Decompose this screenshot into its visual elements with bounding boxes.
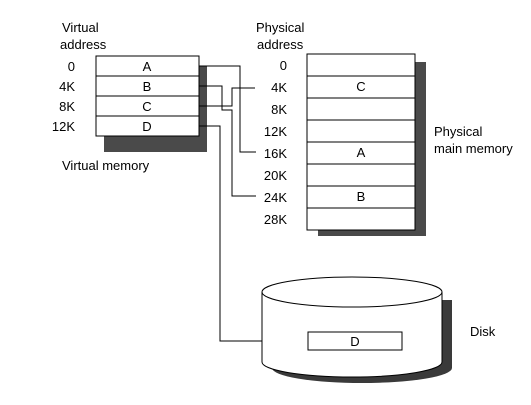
physical-frame-label: C	[356, 79, 365, 94]
physical-memory-caption-line2: main memory	[434, 141, 513, 156]
virtual-memory-caption: Virtual memory	[62, 158, 150, 173]
physical-address-heading-line2: address	[257, 37, 304, 52]
physical-address-label: 0	[280, 58, 287, 73]
physical-frame-cell	[306, 97, 416, 121]
mapping-line-c-to-4k	[199, 87, 255, 107]
virtual-page-label: A	[143, 59, 152, 74]
disk-label: Disk	[470, 324, 496, 339]
physical-frame-cell	[306, 53, 416, 77]
virtual-address-heading-line1: Virtual	[62, 20, 99, 35]
virtual-page-label: C	[142, 99, 151, 114]
virtual-address-label: 12K	[52, 119, 75, 134]
physical-frame-label: B	[357, 189, 366, 204]
physical-frame-cell	[306, 207, 416, 231]
physical-address-heading-line1: Physical	[256, 20, 305, 35]
physical-address-label: 16K	[264, 146, 287, 161]
mapping-line-b-to-24k	[199, 85, 256, 197]
physical-frame-label: A	[357, 145, 366, 160]
virtual-address-label: 8K	[59, 99, 75, 114]
physical-frame-cell	[306, 163, 416, 187]
physical-address-label: 4K	[271, 80, 287, 95]
physical-address-label: 24K	[264, 190, 287, 205]
disk-page-box	[307, 331, 403, 351]
physical-address-label: 28K	[264, 212, 287, 227]
physical-frame-cell	[306, 119, 416, 143]
virtual-memory-block: Virtual address A B C D 0 4K 8K 12K Virt…	[52, 20, 207, 173]
physical-address-label: 12K	[264, 124, 287, 139]
virtual-address-heading-line2: address	[60, 37, 107, 52]
disk-page-label: D	[350, 334, 359, 349]
disk: D Disk	[261, 276, 496, 383]
virtual-address-label: 4K	[59, 79, 75, 94]
disk-top	[261, 276, 443, 308]
physical-address-label: 20K	[264, 168, 287, 183]
physical-memory-caption-line1: Physical	[434, 124, 483, 139]
virtual-page-label: B	[143, 79, 152, 94]
mapping-line-a-to-16k	[199, 65, 256, 153]
virtual-address-label: 0	[68, 59, 75, 74]
physical-memory-block: Physical address C A B 0 4K 8K 12K 16K 2…	[256, 20, 513, 236]
virtual-page-label: D	[142, 119, 151, 134]
physical-address-label: 8K	[271, 102, 287, 117]
